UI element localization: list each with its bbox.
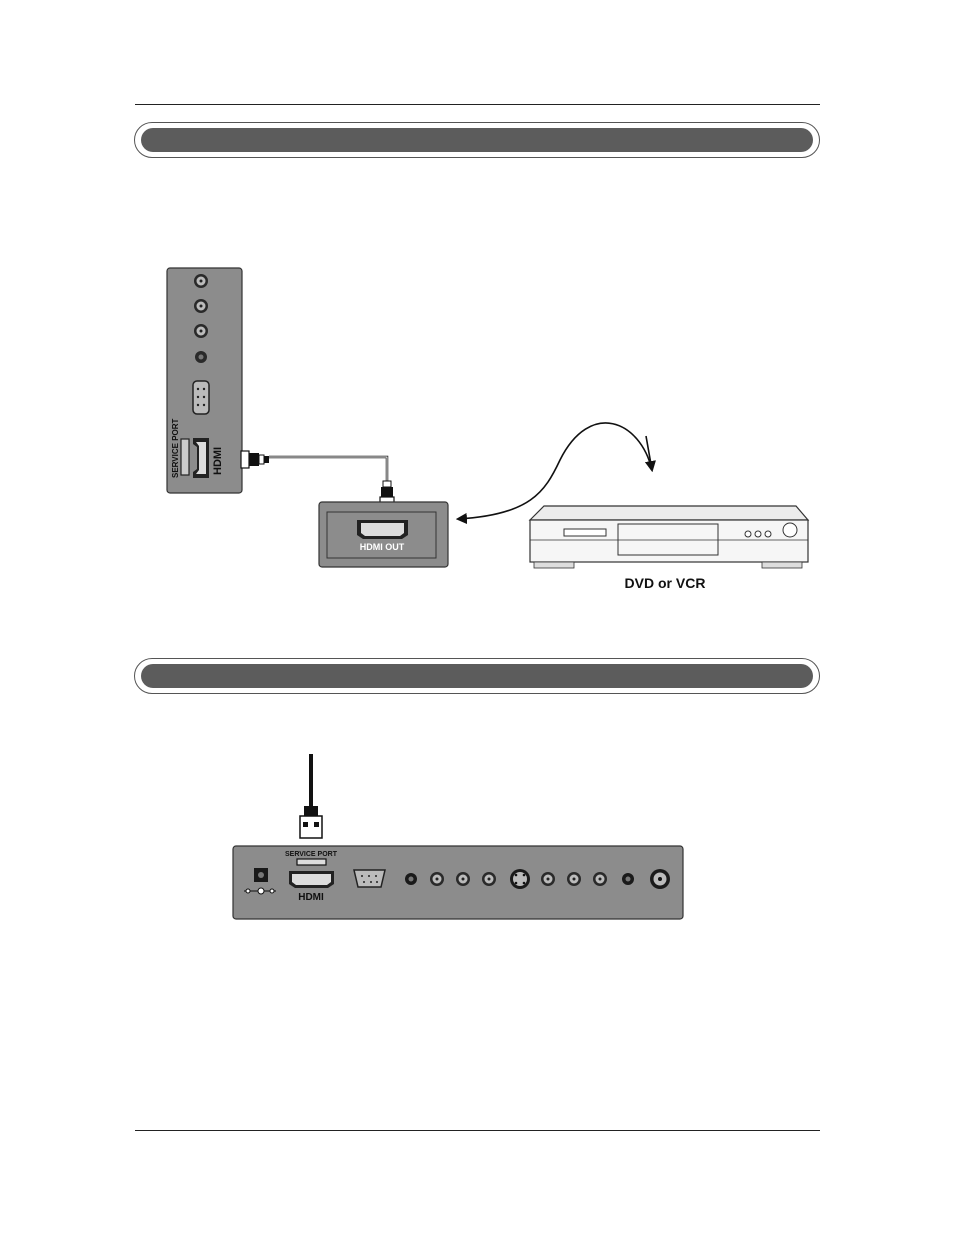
rca-jack-icon — [430, 872, 444, 886]
hdmi-cable — [269, 455, 389, 481]
rca-jack-icon — [482, 872, 496, 886]
section-header-bar-1 — [141, 128, 813, 152]
rca-jack-icon — [194, 324, 208, 338]
bottom-rule — [135, 1130, 820, 1131]
antenna-rf-port-icon — [650, 869, 670, 889]
audio-jack-icon — [405, 873, 417, 885]
top-rule — [135, 104, 820, 105]
s-video-port-icon — [510, 869, 530, 889]
source-hdmi-out-panel: HDMI OUT — [318, 501, 449, 568]
vga-port-icon — [192, 380, 210, 415]
rca-jack-icon — [194, 274, 208, 288]
tv-rear-panel: SERVICE PORT HDMI — [232, 845, 684, 920]
rca-jack-icon — [541, 872, 555, 886]
section-header-banner-1 — [134, 122, 820, 158]
vga-port-icon — [353, 869, 386, 888]
rca-jack-icon — [456, 872, 470, 886]
side-service-port-label: SERVICE PORT — [171, 418, 180, 478]
rca-jack-icon — [567, 872, 581, 886]
audio-jack-icon — [195, 351, 207, 363]
device-label: DVD or VCR — [625, 575, 706, 591]
service-port-icon — [180, 438, 190, 476]
hdmi-out-label: HDMI OUT — [360, 542, 405, 552]
service-port-icon — [296, 858, 327, 866]
audio-jack-icon — [622, 873, 634, 885]
signal-arrow — [455, 422, 653, 525]
hdmi-port-icon — [193, 438, 209, 478]
side-hdmi-label: HDMI — [212, 447, 224, 475]
section-header-banner-2 — [134, 658, 820, 694]
usb-plug-icon — [299, 806, 323, 839]
dc-power-jack-icon — [244, 868, 276, 895]
rca-jack-icon — [593, 872, 607, 886]
rear-service-port-label: SERVICE PORT — [285, 851, 338, 858]
tv-side-panel: SERVICE PORT HDMI — [166, 267, 243, 494]
hdmi-port-icon — [357, 520, 408, 539]
dvd-vcr-device-icon — [528, 505, 810, 569]
signal-arrow — [644, 435, 656, 473]
rca-jack-icon — [194, 299, 208, 313]
section-header-bar-2 — [141, 664, 813, 688]
rear-hdmi-label: HDMI — [298, 892, 324, 903]
hdmi-port-icon — [289, 871, 334, 888]
hdmi-cable-plug-icon — [240, 450, 269, 469]
